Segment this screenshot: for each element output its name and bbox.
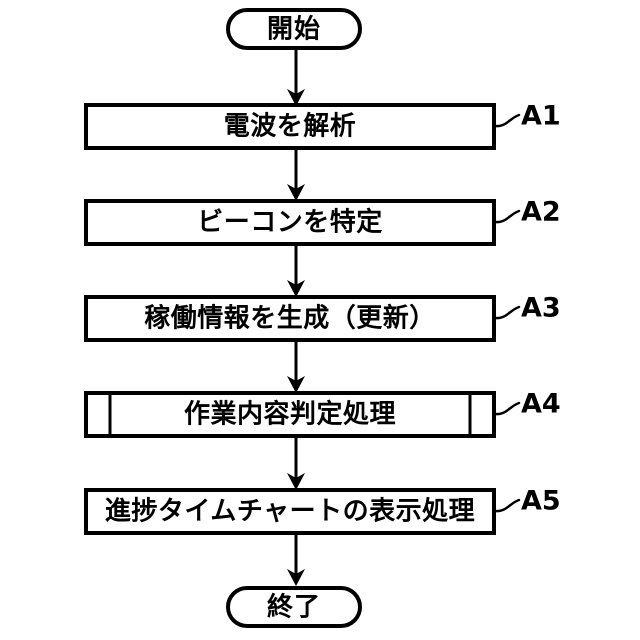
leader-a2: A2 [494,197,561,228]
a2-label: ビーコンを特定 [197,207,383,238]
end-label: 終了 [267,592,321,623]
leader-a5: A5 [494,486,561,517]
node-a4[interactable]: 作業内容判定処理 [84,391,496,438]
node-a1[interactable]: 電波を解析 [84,103,496,150]
a4-predefined-process-shape [84,391,496,438]
leader-a3: A3 [494,293,561,324]
leader-a4: A4 [494,389,561,420]
a3-process-shape [84,295,496,342]
start-label: 開始 [267,15,321,45]
connector-a2-to-a3 [287,244,305,297]
a1-process-shape [84,103,496,150]
a1-ref-label: A1 [521,101,561,132]
node-a5[interactable]: 進捗タイムチャートの表示処理 [84,488,496,535]
start-terminator-shape [226,8,362,50]
node-a3[interactable]: 稼働情報を生成（更新） [84,295,496,342]
a2-ref-label: A2 [521,197,561,228]
a5-process-shape [84,488,496,535]
connector-a1-to-a2 [287,148,305,201]
a5-label: 進捗タイムチャートの表示処理 [105,497,475,527]
node-start[interactable]: 開始 [226,8,362,50]
a2-process-shape [84,199,496,246]
node-end[interactable]: 終了 [226,586,362,628]
a3-ref-label: A3 [521,293,561,324]
connector-a3-to-a4 [287,340,305,393]
connector-start-to-a1 [287,48,305,106]
a3-label: 稼働情報を生成（更新） [144,303,436,334]
a5-ref-label: A5 [521,486,561,517]
connector-a4-to-a5 [287,436,305,490]
leader-a1: A1 [494,101,561,132]
node-a2[interactable]: ビーコンを特定 [84,199,496,246]
a4-ref-label: A4 [521,389,561,420]
end-terminator-shape [226,586,362,628]
a1-label: 電波を解析 [224,112,357,142]
a4-label: 作業内容判定処理 [184,399,396,430]
connector-a5-to-end [287,533,305,586]
